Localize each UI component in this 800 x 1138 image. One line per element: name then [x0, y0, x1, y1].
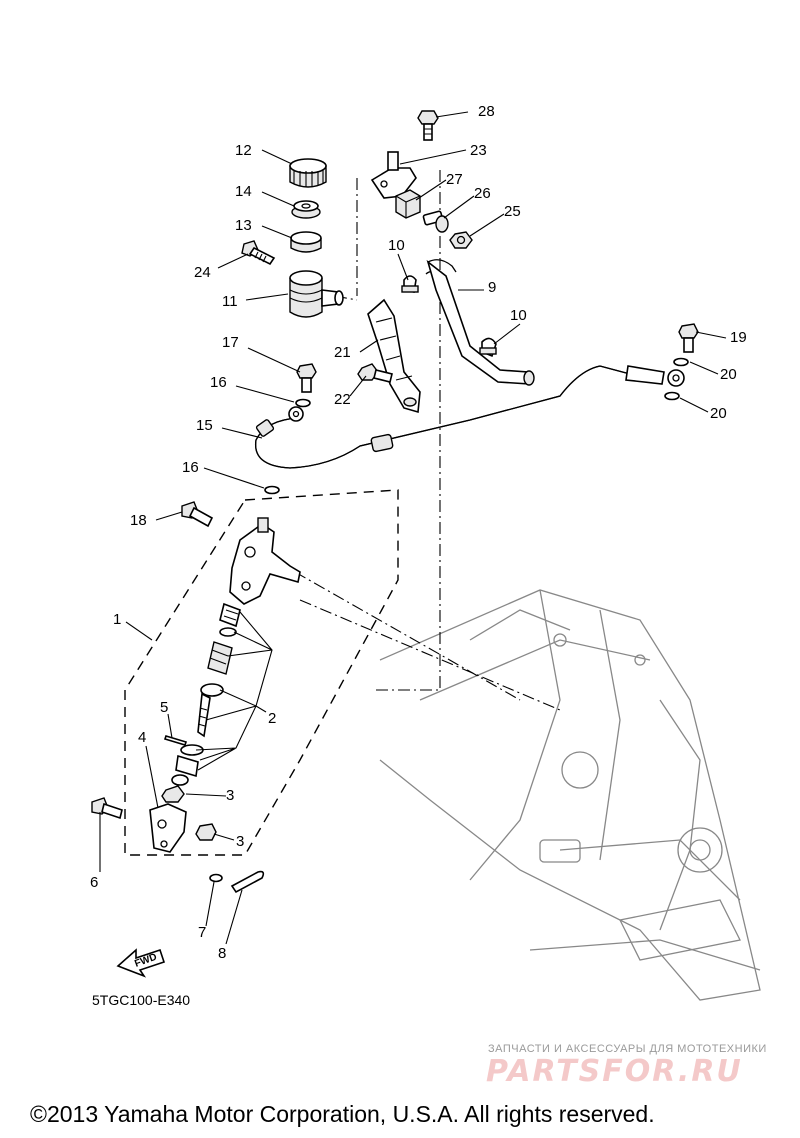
diagram-code: 5TGC100-E340 [92, 992, 191, 1008]
part-6-bolt [91, 797, 123, 820]
callout-7: 7 [198, 924, 206, 941]
part-2-leader-label [255, 705, 267, 713]
callout-10-lower: 10 [510, 307, 527, 324]
callout-24: 24 [194, 264, 211, 281]
callout-labels: 28 23 27 26 25 12 14 13 24 11 10 9 10 21… [90, 103, 747, 962]
part-3-nut-lower [195, 823, 217, 841]
callout-12: 12 [235, 142, 252, 159]
part-10-clamp-upper [401, 275, 419, 293]
callout-25: 25 [504, 203, 521, 220]
part-22-bolt [357, 363, 393, 383]
part-20-washer-lower [664, 391, 680, 401]
callout-10-upper: 10 [388, 237, 405, 254]
callout-23: 23 [470, 142, 487, 159]
callout-16-upper: 16 [210, 374, 227, 391]
part-28-bolt [417, 110, 439, 141]
callout-4: 4 [138, 729, 146, 746]
master-cylinder-body [229, 517, 301, 605]
part-2-piston-kit [171, 602, 241, 786]
callout-3-lower: 3 [236, 833, 244, 850]
callout-5: 5 [160, 699, 168, 716]
part-5-pin [163, 735, 188, 746]
callout-9: 9 [488, 279, 496, 296]
callout-16-lower: 16 [182, 459, 199, 476]
part-16-washer-lower [264, 485, 280, 495]
callout-2: 2 [268, 710, 276, 727]
copyright-notice: ©2013 Yamaha Motor Corporation, U.S.A. A… [30, 1101, 655, 1127]
callout-15: 15 [196, 417, 213, 434]
part-26-collar [422, 210, 449, 233]
part-19-union-bolt [678, 323, 699, 353]
part-23-bracket [370, 151, 417, 199]
callout-20-lower: 20 [710, 405, 727, 422]
reference-lines [294, 170, 561, 711]
watermark-logo: PARTSFOR.RU [486, 1054, 743, 1089]
callout-20-upper: 20 [720, 366, 737, 383]
callout-28: 28 [478, 103, 495, 120]
frame-illustration [379, 589, 761, 1001]
part-8-cotter-pin [230, 870, 265, 894]
part-14-plate [291, 200, 321, 219]
callout-8: 8 [218, 945, 226, 962]
part-4-clevis [149, 803, 187, 853]
callout-22: 22 [334, 391, 351, 408]
part-24-screw [241, 240, 276, 266]
callout-13: 13 [235, 217, 252, 234]
part-13-diaphragm [290, 231, 322, 253]
callout-3-upper: 3 [226, 787, 234, 804]
part-16-washer-upper [295, 398, 311, 408]
callout-1: 1 [113, 611, 121, 628]
part-9-hose [425, 259, 535, 386]
callout-26: 26 [474, 185, 491, 202]
callout-11: 11 [222, 293, 238, 310]
leader-lines [99, 111, 727, 945]
callout-6: 6 [90, 874, 98, 891]
callout-19: 19 [730, 329, 747, 346]
part-12-cap [289, 158, 327, 188]
callout-18: 18 [130, 512, 147, 529]
callout-21: 21 [334, 344, 351, 361]
callout-14: 14 [235, 183, 252, 200]
part-20-washer-upper [673, 357, 689, 367]
fwd-arrow-icon: FWD [116, 948, 166, 978]
part-15-brake-hose [255, 365, 685, 469]
part-11-reservoir [289, 270, 344, 318]
callout-27: 27 [446, 171, 463, 188]
part-10-clamp-lower [479, 337, 497, 358]
part-17-union-bolt [296, 363, 317, 393]
part-7-washer [209, 873, 223, 883]
part-27-damper [395, 189, 421, 219]
part-18-bolt [181, 501, 214, 528]
part-21-guide [367, 298, 421, 414]
watermark-tagline: ЗАПЧАСТИ И АКСЕССУАРЫ ДЛЯ МОТОТЕХНИКИ [488, 1043, 767, 1055]
part-3-nut-upper [161, 785, 185, 803]
callout-17: 17 [222, 334, 239, 351]
part-25-nut [449, 231, 473, 249]
